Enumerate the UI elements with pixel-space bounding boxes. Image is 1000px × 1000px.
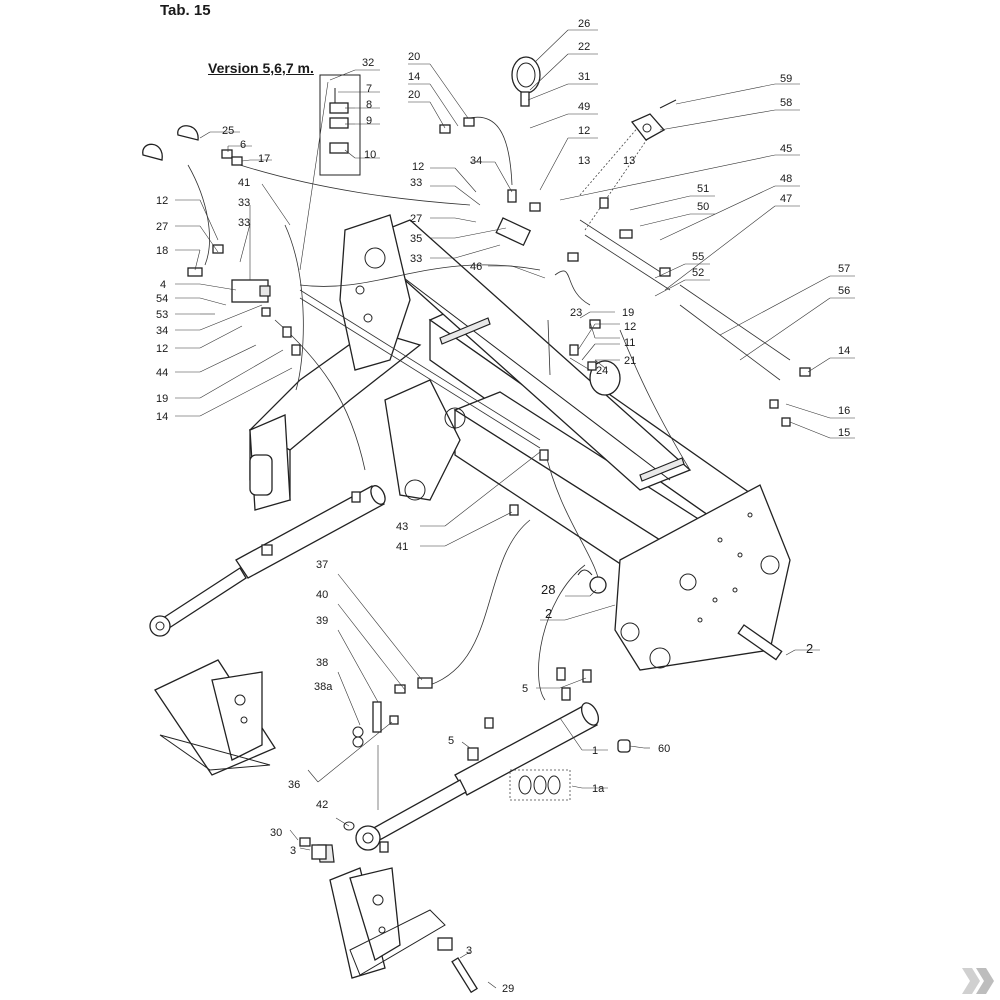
callout-8: 8 bbox=[366, 99, 372, 111]
callout-30: 30 bbox=[270, 827, 282, 839]
callout-13: 13 bbox=[578, 155, 590, 167]
callout-33-d: 33 bbox=[238, 217, 250, 229]
callout-15: 15 bbox=[838, 427, 850, 439]
callout-32: 32 bbox=[362, 57, 374, 69]
callout-35: 35 bbox=[410, 233, 422, 245]
callout-1: 1 bbox=[592, 745, 598, 757]
table-title: Tab. 15 bbox=[160, 2, 211, 19]
callout-7: 7 bbox=[366, 83, 372, 95]
callout-43: 43 bbox=[396, 521, 408, 533]
callout-33: 33 bbox=[410, 177, 422, 189]
callout-20-b: 20 bbox=[408, 89, 420, 101]
callout-14-b: 14 bbox=[408, 71, 420, 83]
callout-29: 29 bbox=[502, 983, 514, 995]
main-hydraulic-cylinder bbox=[355, 687, 600, 851]
callout-41-b: 41 bbox=[396, 541, 408, 553]
callout-2-b: 2 bbox=[806, 641, 813, 656]
callout-33-c: 33 bbox=[238, 197, 250, 209]
callout-58: 58 bbox=[780, 97, 792, 109]
callout-12-b: 12 bbox=[412, 161, 424, 173]
callout-42: 42 bbox=[316, 799, 328, 811]
callout-34-b: 34 bbox=[156, 325, 168, 337]
callout-52: 52 bbox=[692, 267, 704, 279]
hydraulic-lines bbox=[187, 116, 791, 701]
callout-20: 20 bbox=[408, 51, 420, 63]
callout-9: 9 bbox=[366, 115, 372, 127]
callout-26: 26 bbox=[578, 18, 590, 30]
callout-34: 34 bbox=[470, 155, 482, 167]
callout-53: 53 bbox=[156, 309, 168, 321]
callout-6: 6 bbox=[240, 139, 246, 151]
callout-44: 44 bbox=[156, 367, 168, 379]
leader-lines bbox=[175, 29, 855, 989]
callout-3: 3 bbox=[290, 845, 296, 857]
callout-22: 22 bbox=[578, 41, 590, 53]
callout-12: 12 bbox=[578, 125, 590, 137]
callout-14-c: 14 bbox=[156, 411, 168, 423]
callout-39: 39 bbox=[316, 615, 328, 627]
callout-23: 23 bbox=[570, 307, 582, 319]
callout-33-b: 33 bbox=[410, 253, 422, 265]
callout-12-d: 12 bbox=[156, 343, 168, 355]
kramp-logo-icon bbox=[962, 968, 994, 994]
callout-4: 4 bbox=[160, 279, 166, 291]
callout-3-b: 3 bbox=[466, 945, 472, 957]
callout-56: 56 bbox=[838, 285, 850, 297]
callout-25: 25 bbox=[222, 125, 234, 137]
callout-16: 16 bbox=[838, 405, 850, 417]
callout-41: 41 bbox=[238, 177, 250, 189]
callout-labels: 26 22 31 49 12 13 13 59 58 45 51 50 48 4… bbox=[156, 18, 850, 995]
callout-28: 28 bbox=[541, 582, 555, 597]
callout-5-b: 5 bbox=[522, 683, 528, 695]
callout-5: 5 bbox=[448, 735, 454, 747]
callout-59: 59 bbox=[780, 73, 792, 85]
callout-19-b: 19 bbox=[622, 307, 634, 319]
callout-48: 48 bbox=[780, 173, 792, 185]
callout-1a: 1a bbox=[592, 783, 605, 795]
callout-10: 10 bbox=[364, 149, 376, 161]
callout-38a: 38a bbox=[314, 681, 333, 693]
left-hydraulic-cylinder bbox=[149, 485, 386, 637]
callout-40: 40 bbox=[316, 589, 328, 601]
callout-36: 36 bbox=[288, 779, 300, 791]
callout-31: 31 bbox=[578, 71, 590, 83]
callout-50: 50 bbox=[697, 201, 709, 213]
callout-24: 24 bbox=[596, 365, 608, 377]
callout-19: 19 bbox=[156, 393, 168, 405]
callout-54: 54 bbox=[156, 293, 168, 305]
main-frame bbox=[248, 214, 791, 671]
callout-37: 37 bbox=[316, 559, 328, 571]
version-heading: Version 5,6,7 m. bbox=[208, 60, 314, 76]
callout-14: 14 bbox=[838, 345, 850, 357]
callout-49: 49 bbox=[578, 101, 590, 113]
callout-21: 21 bbox=[624, 355, 636, 367]
callout-45: 45 bbox=[780, 143, 792, 155]
callout-38: 38 bbox=[316, 657, 328, 669]
detail-inset-top-left bbox=[154, 659, 276, 776]
callout-12-c: 12 bbox=[156, 195, 168, 207]
callout-60: 60 bbox=[658, 743, 670, 755]
callout-11: 11 bbox=[624, 337, 635, 349]
fittings-and-components bbox=[142, 56, 811, 860]
callout-47: 47 bbox=[780, 193, 792, 205]
detail-inset-bottom bbox=[317, 844, 478, 994]
callout-46: 46 bbox=[470, 261, 482, 273]
callout-27-b: 27 bbox=[156, 221, 168, 233]
callout-13-b: 13 bbox=[623, 155, 635, 167]
callout-17: 17 bbox=[258, 153, 270, 165]
callout-27: 27 bbox=[410, 213, 422, 225]
callout-51: 51 bbox=[697, 183, 709, 195]
callout-2: 2 bbox=[545, 606, 552, 621]
callout-12-e: 12 bbox=[624, 321, 636, 333]
callout-18: 18 bbox=[156, 245, 168, 257]
callout-55: 55 bbox=[692, 251, 704, 263]
callout-57: 57 bbox=[838, 263, 850, 275]
